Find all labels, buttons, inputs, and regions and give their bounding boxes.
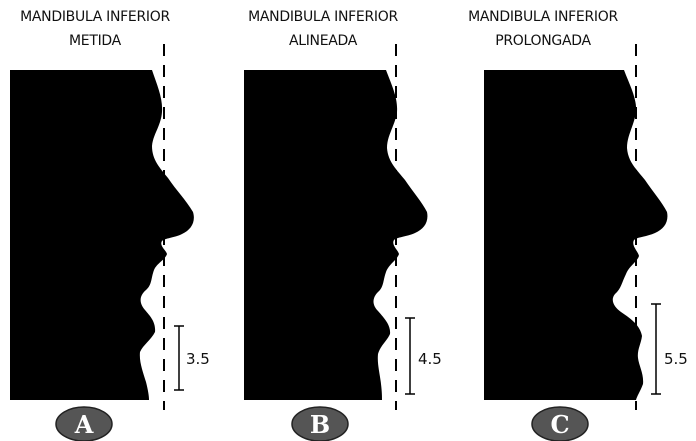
panel-c-badge-letter: C [550,410,569,439]
panel-c-face-silhouette [484,70,667,400]
panel-c-measure-value: 5.5 [664,350,688,368]
panel-a-face-silhouette [10,70,194,400]
panel-b-measure-value: 4.5 [418,350,442,368]
panel-b-badge: B [292,407,348,441]
panel-b-measure-bracket [405,318,415,394]
panel-b-badge-letter: B [310,410,330,439]
panel-c-badge: C [532,407,588,441]
panel-a-measure-bracket [174,326,184,390]
panel-a-measure-value: 3.5 [186,350,210,368]
panel-c-measure-bracket [651,304,661,394]
panel-a-badge-letter: A [74,410,94,439]
panel-a-badge: A [56,407,112,441]
panel-b-face-silhouette [244,70,427,400]
